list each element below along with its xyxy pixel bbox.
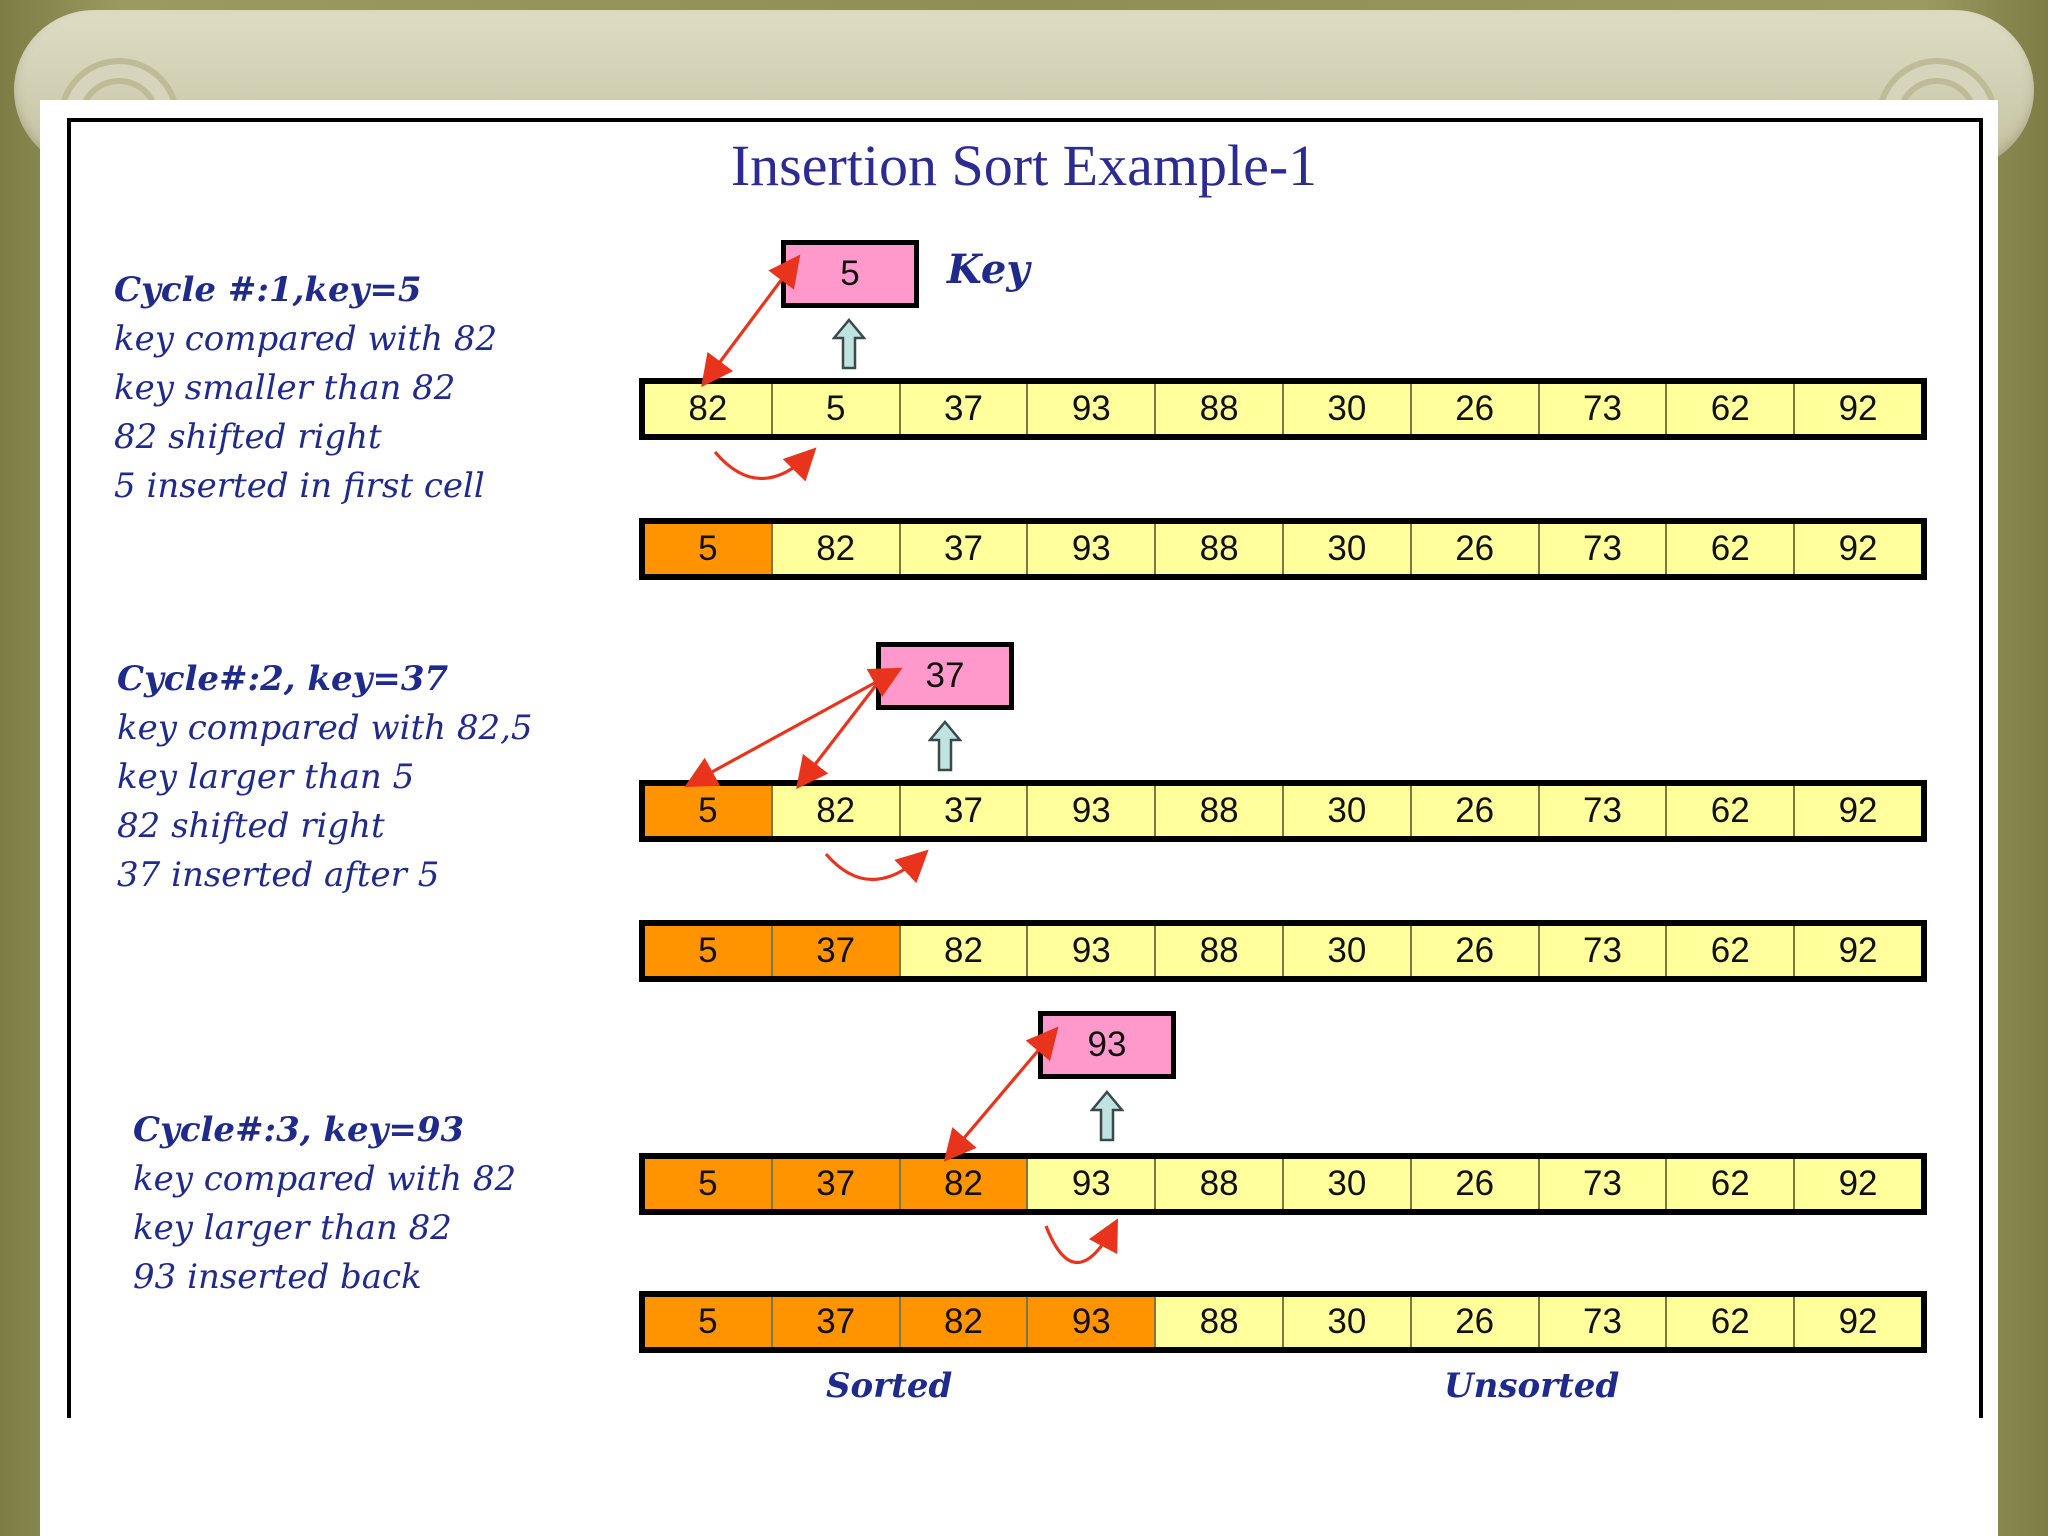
array-cell: 93 bbox=[1028, 926, 1157, 976]
cycle-2-heading: Cycle#:2, key=37 bbox=[117, 659, 449, 699]
array-cell: 37 bbox=[772, 1159, 901, 1209]
cycle-3-description: Cycle#:3, key=93 key compared with 82 ke… bbox=[133, 1106, 516, 1302]
array-cell: 92 bbox=[1795, 786, 1921, 836]
array-cell: 88 bbox=[1156, 1159, 1284, 1209]
array-cell: 5 bbox=[645, 1297, 773, 1347]
cycle-2-line: 82 shifted right bbox=[117, 806, 385, 846]
array-cell: 73 bbox=[1539, 1159, 1668, 1209]
array-cell: 93 bbox=[1028, 384, 1157, 434]
array-cell: 73 bbox=[1539, 524, 1668, 574]
array-cell: 88 bbox=[1156, 786, 1284, 836]
array-cell: 73 bbox=[1539, 384, 1668, 434]
array-cell: 73 bbox=[1539, 786, 1668, 836]
array-cell: 92 bbox=[1795, 524, 1921, 574]
array-cell: 82 bbox=[772, 786, 901, 836]
shift-arrow-icon bbox=[824, 849, 929, 884]
array-cell: 26 bbox=[1411, 786, 1540, 836]
compare-arrow-icon bbox=[701, 254, 801, 388]
cycle-3-line: key compared with 82 bbox=[133, 1159, 517, 1199]
array-cell: 30 bbox=[1283, 384, 1412, 434]
array-cell: 26 bbox=[1411, 1297, 1540, 1347]
array-cell: 93 bbox=[1028, 1297, 1157, 1347]
compare-arrow-icon bbox=[796, 679, 882, 790]
array-cell: 5 bbox=[645, 1159, 773, 1209]
key-box-cycle-3: 93 bbox=[1038, 1011, 1176, 1079]
array-cell: 62 bbox=[1667, 384, 1796, 434]
array-cell: 26 bbox=[1411, 926, 1540, 976]
array-cell: 92 bbox=[1795, 926, 1921, 976]
cycle-3-heading: Cycle#:3, key=93 bbox=[133, 1110, 465, 1150]
array-cell: 5 bbox=[645, 524, 773, 574]
cycle-2-line: key compared with 82,5 bbox=[117, 708, 533, 748]
array-cell: 62 bbox=[1667, 926, 1796, 976]
array-cell: 26 bbox=[1411, 524, 1540, 574]
array-cell: 5 bbox=[645, 786, 773, 836]
cycle-1-line: key compared with 82 bbox=[114, 319, 498, 359]
array-cell: 82 bbox=[645, 384, 773, 434]
array-cell: 37 bbox=[900, 786, 1029, 836]
compare-arrow-icon bbox=[684, 667, 903, 788]
cycle-1-description: Cycle #:1,key=5 key compared with 82 key… bbox=[114, 266, 497, 511]
array-cell: 62 bbox=[1667, 1159, 1796, 1209]
array-cell: 62 bbox=[1667, 786, 1796, 836]
array-cell: 88 bbox=[1156, 524, 1284, 574]
array-cell: 82 bbox=[772, 524, 901, 574]
array-cell: 82 bbox=[900, 1297, 1029, 1347]
cycle-1-line: key smaller than 82 bbox=[114, 368, 456, 408]
shift-arrow-icon bbox=[713, 447, 817, 482]
array-cell: 37 bbox=[900, 524, 1029, 574]
array-cell: 30 bbox=[1283, 1159, 1412, 1209]
array-cell: 82 bbox=[900, 1159, 1029, 1209]
array-cell: 88 bbox=[1156, 384, 1284, 434]
array-cell: 82 bbox=[900, 926, 1029, 976]
array-cell: 5 bbox=[645, 926, 773, 976]
cycle-2-line: 37 inserted after 5 bbox=[117, 855, 440, 895]
array-cell: 5 bbox=[772, 384, 901, 434]
array-cell: 30 bbox=[1283, 524, 1412, 574]
key-label: Key bbox=[947, 246, 1030, 293]
array-cell: 26 bbox=[1411, 1159, 1540, 1209]
array-cell: 93 bbox=[1028, 1159, 1157, 1209]
array-cell: 62 bbox=[1667, 1297, 1796, 1347]
array-cell: 93 bbox=[1028, 524, 1157, 574]
sorted-label: Sorted bbox=[826, 1366, 953, 1406]
array-cell: 37 bbox=[772, 1297, 901, 1347]
cycle-1-line: 82 shifted right bbox=[114, 417, 382, 457]
cycle-1-line: 5 inserted in first cell bbox=[114, 466, 485, 506]
up-arrow-icon bbox=[832, 318, 866, 370]
array-cell: 88 bbox=[1156, 1297, 1284, 1347]
up-arrow-icon bbox=[928, 720, 962, 772]
slide-title: Insertion Sort Example-1 bbox=[730, 133, 1318, 198]
array-cell: 37 bbox=[900, 384, 1029, 434]
array-cell: 93 bbox=[1028, 786, 1157, 836]
cycle-3-line: 93 inserted back bbox=[133, 1257, 422, 1297]
array-cell: 92 bbox=[1795, 1159, 1921, 1209]
array-cell: 73 bbox=[1539, 1297, 1668, 1347]
array-cell: 92 bbox=[1795, 384, 1921, 434]
array-cell: 26 bbox=[1411, 384, 1540, 434]
cycle-1-heading: Cycle #:1,key=5 bbox=[114, 270, 422, 310]
shift-arrow-icon bbox=[1044, 1218, 1118, 1265]
array-cell: 30 bbox=[1283, 1297, 1412, 1347]
up-arrow-icon bbox=[1090, 1090, 1124, 1142]
unsorted-label: Unsorted bbox=[1444, 1366, 1620, 1406]
compare-arrow-icon bbox=[943, 1026, 1059, 1162]
array-cell: 92 bbox=[1795, 1297, 1921, 1347]
array-cell: 37 bbox=[772, 926, 901, 976]
array-cell: 30 bbox=[1283, 926, 1412, 976]
cycle-2-line: key larger than 5 bbox=[117, 757, 415, 797]
array-cell: 62 bbox=[1667, 524, 1796, 574]
array-cell: 88 bbox=[1156, 926, 1284, 976]
array-cell: 30 bbox=[1283, 786, 1412, 836]
cycle-3-line: key larger than 82 bbox=[133, 1208, 452, 1248]
array-cell: 73 bbox=[1539, 926, 1668, 976]
cycle-2-description: Cycle#:2, key=37 key compared with 82,5 … bbox=[117, 655, 533, 900]
